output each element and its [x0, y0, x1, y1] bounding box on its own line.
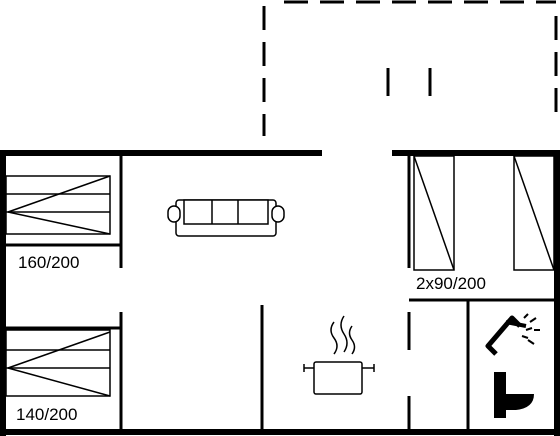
- interior-walls: [5, 153, 557, 432]
- sofa-icon: [167, 199, 285, 237]
- bed-label-160-200: 160/200: [18, 253, 79, 272]
- cooking-pot-icon: [303, 315, 375, 395]
- bed-icon: [5, 329, 111, 397]
- exterior-walls: [0, 150, 560, 436]
- bed-label-2x90-200: 2x90/200: [416, 274, 486, 293]
- bed-icon: [513, 155, 555, 271]
- toilet-icon: [494, 372, 534, 418]
- bed-icon: [413, 155, 455, 271]
- shower-icon: [485, 313, 540, 356]
- bed-label-140-200: 140/200: [16, 405, 77, 424]
- bed-icon: [5, 175, 111, 235]
- terrace-outline: [262, 0, 558, 136]
